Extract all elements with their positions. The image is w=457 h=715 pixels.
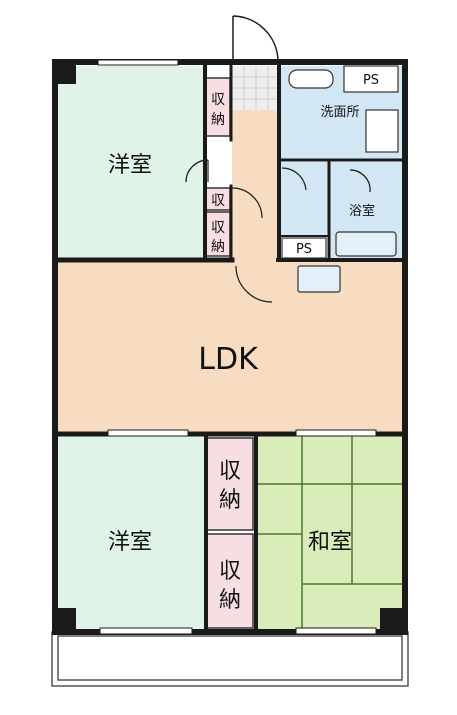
columns [54,60,406,634]
ldk-label: LDK [198,342,259,377]
walls [52,59,408,635]
japanese-room-floor [258,436,402,630]
western-room-top-floor [58,66,204,259]
western-room-top-label: 洋室 [108,153,152,178]
washbasin [365,109,399,153]
storage-mid2-char2: 納 [219,588,241,613]
storage-mid2-char1: 収 [219,559,241,584]
japanese-room-label: 和室 [308,530,352,555]
interior-doors [185,159,371,303]
bathroom-label: 浴室 [349,203,375,219]
storage-mid1-char2: 納 [219,488,241,513]
ps-mid-box [281,237,327,259]
tatami-lines [258,436,402,630]
windows [97,59,377,635]
storage-top-a-char2: 納 [211,112,225,128]
ldk-floor [58,262,402,432]
western-room-bottom-label: 洋室 [108,530,152,555]
genkan-tiles [232,66,278,110]
kitchen-sink [297,265,341,293]
storage-mid1-char1: 収 [219,459,241,484]
storage-top-c-char1: 収 [211,220,225,236]
entrance-door [232,15,279,62]
hallway-floor [232,110,278,260]
ps-top-label: PS [363,73,379,88]
storage-top-b-label: 収 [211,193,225,209]
storage-top-a-char1: 収 [211,92,225,108]
toilet-floor [280,162,328,236]
ldk-floor-upper [232,258,278,264]
bathtub [335,231,397,257]
storage-mid-1 [206,437,254,531]
storage-top-c-char2: 納 [211,239,225,255]
ps-mid-label: PS [296,242,312,257]
balcony [57,635,403,681]
storage-top-a [205,77,231,137]
toilet-fixture [288,69,334,89]
fixtures [281,65,399,293]
ps-top-box [343,65,399,93]
western-room-bottom-floor [58,436,204,630]
washroom-label: 洗面所 [320,105,359,120]
